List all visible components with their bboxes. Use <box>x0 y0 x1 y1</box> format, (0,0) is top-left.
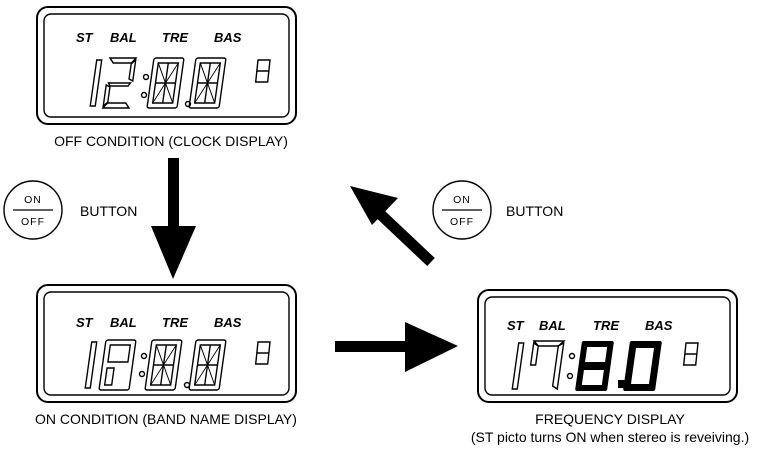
bal-indicator: BAL <box>539 318 566 333</box>
st-indicator: ST <box>76 315 94 330</box>
right-arrow <box>335 322 458 372</box>
bas-indicator: BAS <box>645 318 673 333</box>
on-off-button-right: ON OFF <box>432 180 492 240</box>
on-label: ON <box>24 194 42 206</box>
bas-indicator: BAS <box>214 315 242 330</box>
segment-digits <box>511 340 699 391</box>
off-label: OFF <box>450 216 474 228</box>
tre-indicator: TRE <box>162 30 188 45</box>
on-condition-caption: ON CONDITION (BAND NAME DISPLAY) <box>35 411 297 427</box>
bal-indicator: BAL <box>110 315 137 330</box>
frequency-caption: FREQUENCY DISPLAY <box>535 411 685 427</box>
segment-digits <box>89 57 271 109</box>
frequency-display: ST BAL TRE BAS <box>471 289 749 445</box>
on-condition-display: ST BAL TRE BAS <box>35 284 297 427</box>
st-indicator: ST <box>507 318 525 333</box>
bas-indicator: BAS <box>214 30 242 45</box>
off-label: OFF <box>21 216 45 228</box>
off-condition-caption: OFF CONDITION (CLOCK DISPLAY) <box>54 133 288 149</box>
st-indicator: ST <box>76 30 94 45</box>
on-label: ON <box>453 194 471 206</box>
down-arrow <box>151 158 196 279</box>
button-label-left: BUTTON <box>80 203 137 219</box>
button-label-right: BUTTON <box>506 203 563 219</box>
segment-digits <box>84 339 271 391</box>
on-off-button-left: ON OFF <box>3 180 63 240</box>
tre-indicator: TRE <box>162 315 188 330</box>
diagonal-arrow <box>350 186 435 266</box>
tre-indicator: TRE <box>593 318 619 333</box>
bal-indicator: BAL <box>110 30 137 45</box>
off-condition-display: ST BAL TRE BAS <box>36 6 297 149</box>
stereo-note: (ST picto turns ON when stereo is reveiv… <box>471 429 749 445</box>
